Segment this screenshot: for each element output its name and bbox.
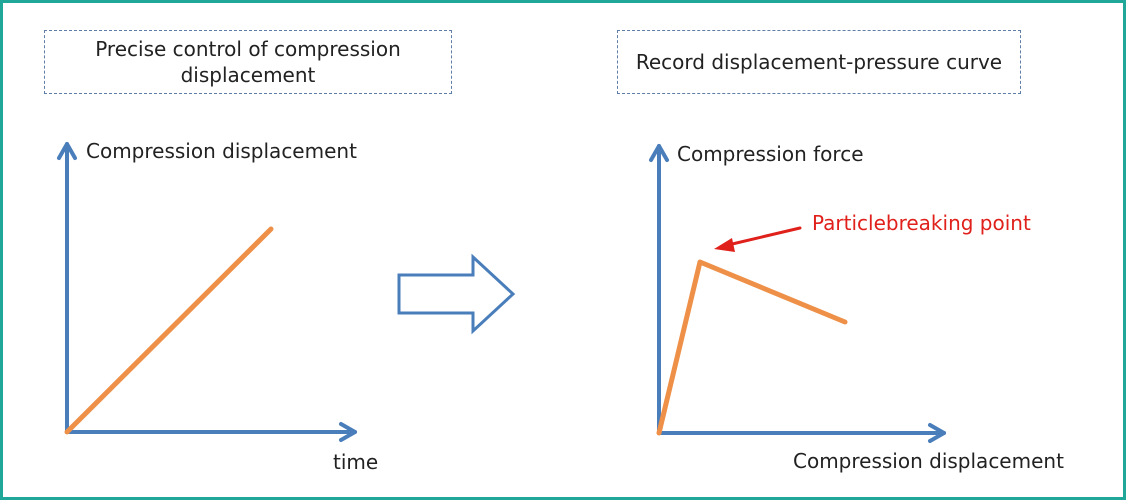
breaking-point-label: Particlebreaking point <box>812 211 1031 235</box>
right-caption-box: Record displacement-pressure curve <box>617 30 1021 94</box>
right-x-axis-label: Compression displacement <box>793 449 1064 473</box>
left-y-axis-arrowhead <box>57 142 77 160</box>
right-y-axis-label: Compression force <box>677 142 864 166</box>
left-y-axis-label: Compression displacement <box>86 139 357 163</box>
right-y-axis-arrowhead <box>649 144 669 162</box>
left-x-axis-label: time <box>333 450 379 474</box>
left-caption-box: Precise control of compression displacem… <box>44 30 452 94</box>
right-caption-text: Record displacement-pressure curve <box>635 50 1003 74</box>
left-axes <box>57 142 357 442</box>
right-arrow-icon <box>397 253 516 335</box>
right-force-curve <box>656 259 848 436</box>
breaking-point-pointer-head <box>714 238 735 252</box>
left-x-axis-arrowhead <box>339 422 357 442</box>
left-caption-text: Precise control of compression displacem… <box>95 37 401 87</box>
left-displacement-line <box>64 226 274 435</box>
right-x-axis-arrowhead <box>928 423 946 443</box>
right-axes <box>649 144 946 443</box>
breaking-point-pointer <box>726 226 802 247</box>
